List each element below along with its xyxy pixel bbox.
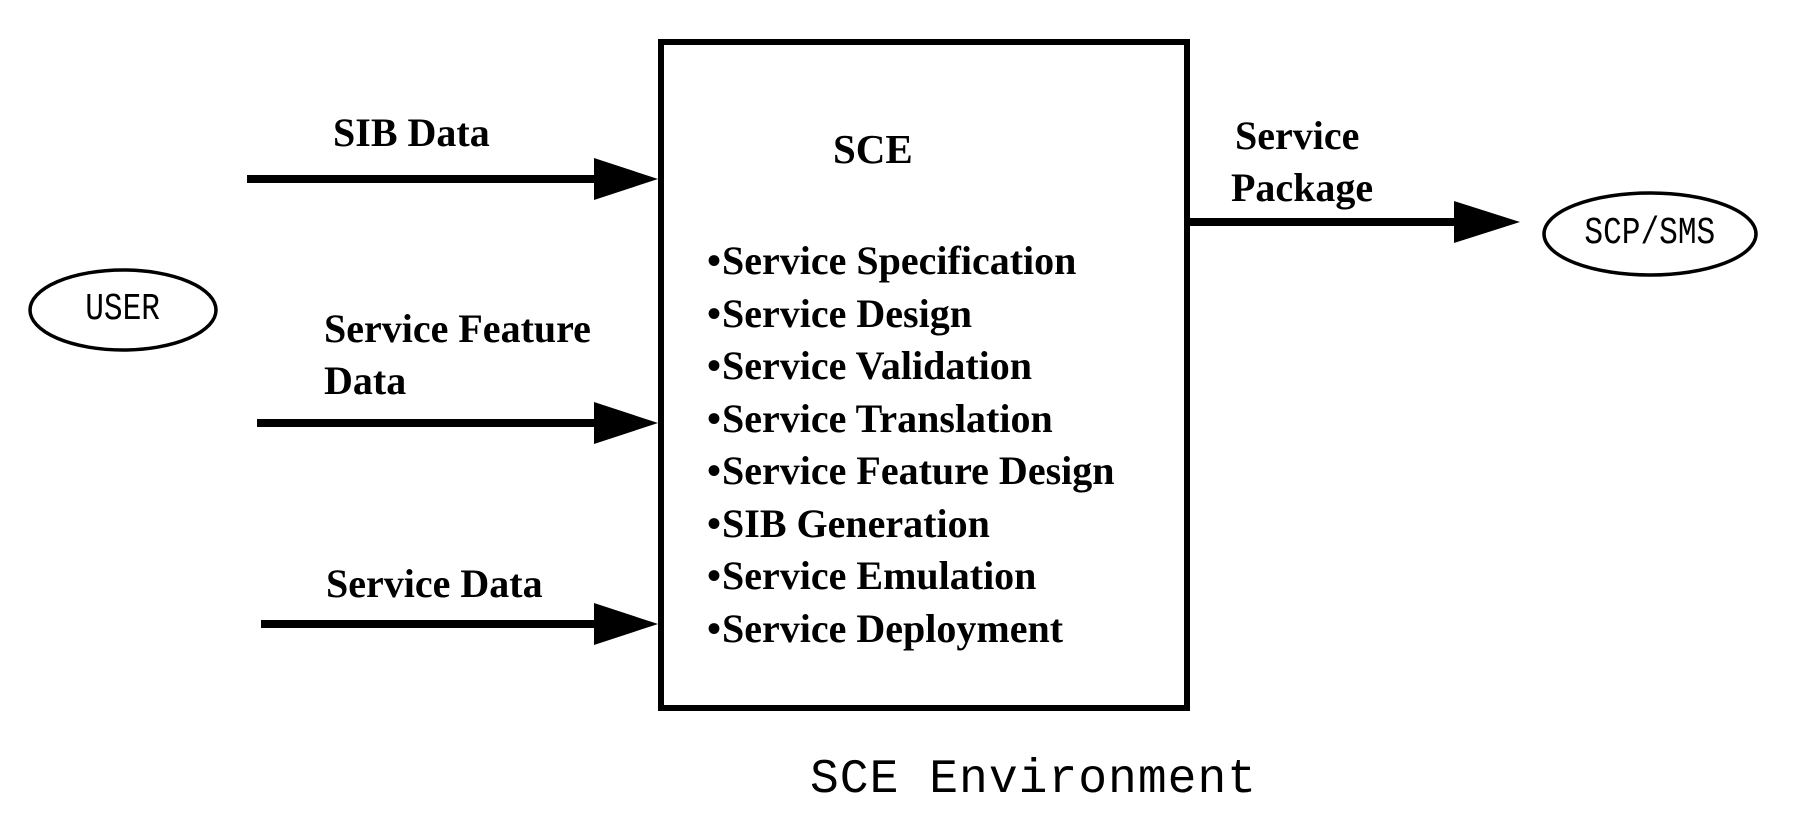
service-package-label-line2: Package [1231,165,1374,210]
service-data-arrow [261,603,658,645]
sce-function-item: Service Deployment [707,603,1115,656]
service-feature-data-label-line2: Data [324,358,407,403]
sce-function-item: Service Translation [707,393,1115,446]
sib-data-arrow [247,158,658,200]
service-package-label-line1: Service [1235,113,1360,158]
service-data-label: Service Data [326,561,543,606]
sib-data-label: SIB Data [333,110,490,155]
sce-function-list: Service Specification Service Design Ser… [707,235,1115,656]
service-package-arrow [1188,201,1520,243]
scp-sms-node-oval [1542,191,1758,277]
sce-function-item: Service Specification [707,235,1115,288]
sce-function-item: Service Validation [707,340,1115,393]
sce-function-item: Service Emulation [707,550,1115,603]
sce-function-item: Service Design [707,288,1115,341]
diagram-caption: SCE Environment [810,753,1258,807]
sce-title: SCE [833,126,913,172]
service-feature-data-arrow [257,402,658,444]
sce-function-item: Service Feature Design [707,445,1114,498]
sce-function-item: SIB Generation [707,498,1115,551]
scp-sms-node-text: SCP/SMS [1584,212,1716,255]
service-feature-data-label-line1: Service Feature [324,306,591,351]
user-node-oval [28,268,218,352]
scp-sms-node-label: SCP/SMS [1555,215,1745,253]
user-node-label: USER [63,291,183,329]
user-node-text: USER [85,288,161,331]
